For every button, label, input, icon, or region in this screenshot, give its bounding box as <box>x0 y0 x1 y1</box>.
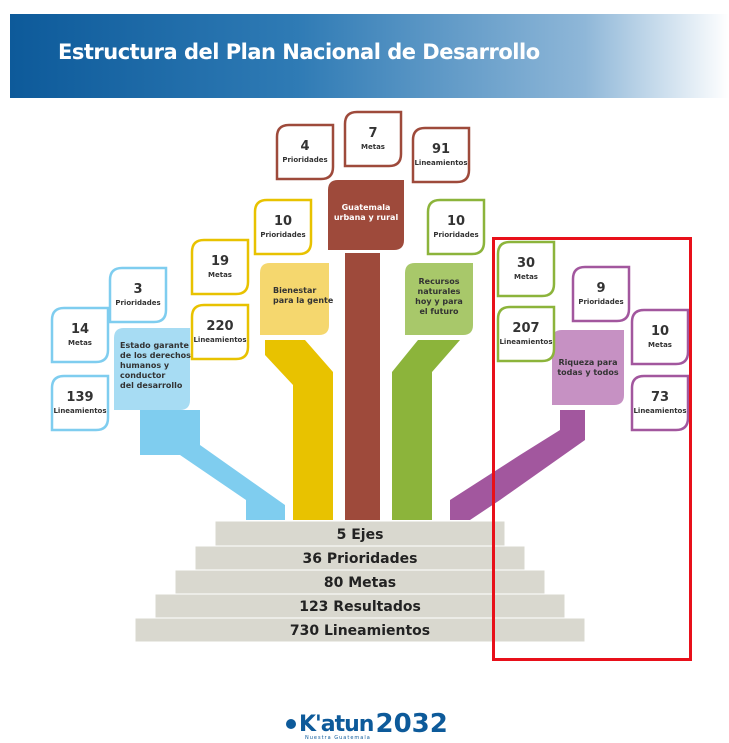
logo-tagline: Nuestra Guatemala <box>305 735 371 741</box>
stat-box-estado-0 <box>108 266 168 324</box>
stat-label-estado-2: Lineamientos <box>53 407 106 415</box>
stat-label-estado-1: Metas <box>68 339 92 347</box>
stat-value-recursos-0: 10 <box>447 214 465 229</box>
stat-value-guatemala-0: 4 <box>300 139 309 154</box>
stat-label-recursos-0: Prioridades <box>433 231 478 239</box>
step-5 <box>134 617 586 643</box>
stat-box-bienestar-1 <box>190 238 250 296</box>
stat-label-bienestar-1: Metas <box>208 271 232 279</box>
axis-label-riqueza-0: Riqueza para <box>558 358 617 367</box>
stat-value-bienestar-0: 10 <box>274 214 292 229</box>
stat-label-guatemala-0: Prioridades <box>282 156 327 164</box>
axis-label-bienestar-0: Bienestar <box>273 286 316 295</box>
stat-box-guatemala-2 <box>411 126 471 184</box>
axis-label-riqueza-1: todas y todos <box>557 368 619 377</box>
stat-label-guatemala-1: Metas <box>361 143 385 151</box>
stat-value-estado-2: 139 <box>66 390 93 405</box>
stat-boxes: 10Prioridades19Metas220Lineamientos4Prio… <box>50 110 690 432</box>
stat-box-estado-1 <box>50 306 110 364</box>
stems <box>140 253 585 520</box>
axis-label-recursos-0: Recursos <box>419 277 460 286</box>
axis-label-guatemala-1: urbana y rural <box>334 213 399 222</box>
stat-box-guatemala-0 <box>275 123 335 181</box>
axis-label-estado-1: de los derechos <box>120 351 191 360</box>
stat-box-guatemala-1 <box>343 110 403 168</box>
axis-box-guatemala <box>328 180 404 250</box>
axis-box-bienestar <box>260 263 329 335</box>
stat-box-recursos-1 <box>496 240 556 298</box>
axis-box-recursos <box>405 263 473 335</box>
stat-value-recursos-2: 207 <box>512 321 539 336</box>
stem-bienestar <box>265 340 333 520</box>
stat-value-riqueza-2: 73 <box>651 390 669 405</box>
stat-label-riqueza-1: Metas <box>648 341 672 349</box>
stat-box-bienestar-2 <box>190 303 250 361</box>
axis-label-estado-4: del desarrollo <box>120 381 183 390</box>
stem-guatemala <box>345 253 380 520</box>
stat-value-guatemala-2: 91 <box>432 142 450 157</box>
stat-label-riqueza-0: Prioridades <box>578 298 623 306</box>
steps: 5 Ejes 36 Prioridades 80 Metas 123 Resul… <box>134 520 586 643</box>
stat-box-bienestar-0 <box>253 198 313 256</box>
axis-label-estado-3: conductor <box>120 371 165 380</box>
stat-value-bienestar-2: 220 <box>206 319 233 334</box>
step-1 <box>214 520 506 547</box>
stat-value-riqueza-1: 10 <box>651 324 669 339</box>
step-2-label: 36 Prioridades <box>303 551 418 567</box>
step-5-label: 730 Lineamientos <box>290 623 430 639</box>
stat-value-riqueza-0: 9 <box>596 281 605 296</box>
stat-value-recursos-1: 30 <box>517 256 535 271</box>
stat-label-recursos-1: Metas <box>514 273 538 281</box>
step-1-label: 5 Ejes <box>337 527 384 543</box>
stat-label-recursos-2: Lineamientos <box>499 338 552 346</box>
axis-label-recursos-3: el futuro <box>419 307 459 316</box>
stat-value-estado-0: 3 <box>133 282 142 297</box>
step-2 <box>194 545 526 571</box>
axis-box-riqueza <box>552 330 624 405</box>
axis-label-guatemala-0: Guatemala <box>342 203 391 212</box>
stem-recursos <box>392 340 460 520</box>
logo-brand: K'atun <box>299 711 374 737</box>
stat-value-estado-1: 14 <box>71 322 89 337</box>
stat-box-riqueza-1 <box>630 308 690 366</box>
stat-label-riqueza-2: Lineamientos <box>633 407 686 415</box>
katun-logo: K'atun 2032 Nuestra Guatemala <box>286 706 448 742</box>
axis-label-recursos-2: hoy y para <box>415 297 463 306</box>
header-banner <box>10 14 729 98</box>
logo-year: 2032 <box>375 709 448 739</box>
logo-dot-icon <box>286 719 296 729</box>
stat-box-recursos-2 <box>496 305 556 363</box>
axis-box-estado <box>114 328 190 410</box>
axis-label-bienestar-1: para la gente <box>273 296 334 305</box>
step-4-label: 123 Resultados <box>299 599 421 615</box>
highlight-box <box>492 237 692 661</box>
stat-label-bienestar-2: Lineamientos <box>193 336 246 344</box>
stem-estado <box>140 410 285 520</box>
stat-value-guatemala-1: 7 <box>368 126 377 141</box>
stat-box-riqueza-0 <box>571 265 631 323</box>
stat-label-bienestar-0: Prioridades <box>260 231 305 239</box>
page-title: Estructura del Plan Nacional de Desarrol… <box>58 40 540 64</box>
stat-box-riqueza-2 <box>630 374 690 432</box>
stat-box-recursos-0 <box>426 198 486 256</box>
axis-labels <box>114 180 624 410</box>
axis-label-estado-0: Estado garante <box>120 341 189 350</box>
axis-label-recursos-1: naturales <box>418 287 461 296</box>
axis-label-estado-2: humanos y <box>120 361 170 370</box>
stat-value-bienestar-1: 19 <box>211 254 229 269</box>
step-3-label: 80 Metas <box>324 575 396 591</box>
stat-label-estado-0: Prioridades <box>115 299 160 307</box>
stem-riqueza <box>450 410 585 520</box>
step-3 <box>174 569 546 595</box>
stat-label-guatemala-2: Lineamientos <box>414 159 467 167</box>
stat-box-estado-2 <box>50 374 110 432</box>
